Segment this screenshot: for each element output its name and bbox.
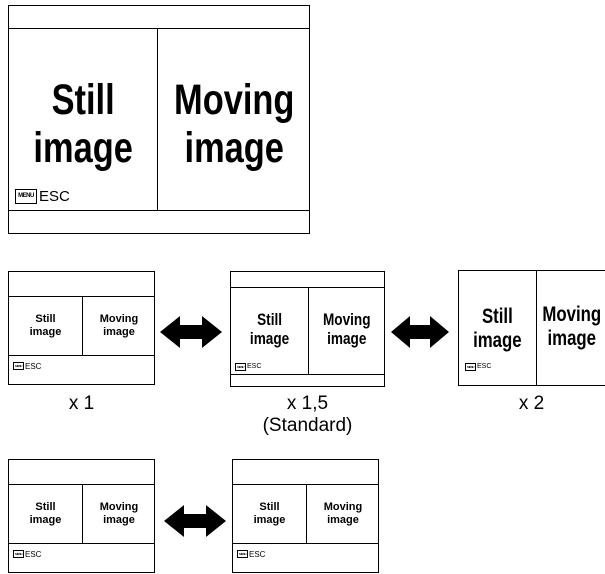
still-image-option[interactable]: Still image xyxy=(231,294,308,364)
caption-x2-text: x 2 xyxy=(518,393,545,414)
caption-x15-text: x 1,5 xyxy=(286,393,329,414)
double-arrow-icon xyxy=(391,316,449,348)
menu-button-icon: MENU xyxy=(13,362,24,370)
moving-line2: image xyxy=(103,325,135,338)
esc-label: ESC xyxy=(39,187,70,205)
menu-button-icon: MENU xyxy=(13,550,24,558)
moving-line2: image xyxy=(184,124,284,172)
top-bar-divider xyxy=(231,287,384,288)
still-line2: image xyxy=(253,513,286,526)
moving-line1: Moving xyxy=(323,309,371,329)
top-bar-divider xyxy=(9,296,154,297)
bottom-bar-divider xyxy=(9,355,154,356)
still-image-option[interactable]: Still image xyxy=(9,296,82,355)
esc-label: ESC xyxy=(25,361,42,371)
moving-line1: Moving xyxy=(99,501,139,514)
still-line1: Still xyxy=(259,501,280,514)
moving-line1: Moving xyxy=(173,75,295,124)
center-divider xyxy=(536,271,537,385)
bottom-bar-divider xyxy=(9,543,154,544)
caption-x1-text: x 1 xyxy=(68,393,95,414)
caption-standard-text: (Standard) xyxy=(262,414,353,436)
caption-x15: x 1,5 (Standard) xyxy=(230,393,385,437)
moving-line1: Moving xyxy=(99,313,139,326)
top-bar-divider xyxy=(233,484,378,485)
esc-hint: MENU ESC xyxy=(235,361,261,372)
still-line2: image xyxy=(249,329,290,348)
esc-label: ESC xyxy=(25,549,42,559)
esc-label: ESC xyxy=(249,549,266,559)
still-line1: Still xyxy=(482,305,513,329)
still-image-option[interactable]: Still image xyxy=(9,54,157,194)
menu-button-icon: MENU xyxy=(237,550,248,558)
menu-button-icon: MENU xyxy=(15,188,37,204)
caption-x2: x 2 xyxy=(458,393,605,415)
esc-hint: MENU ESC xyxy=(465,361,491,372)
screen-x1: Still image Moving image MENU ESC xyxy=(8,271,155,385)
still-line1: Still xyxy=(35,501,56,514)
top-bar-divider xyxy=(9,484,154,485)
double-arrow-icon xyxy=(160,316,222,348)
screen-row2-left: Still image Moving image MENU ESC xyxy=(8,459,155,573)
center-divider xyxy=(82,296,83,355)
double-arrow-icon xyxy=(164,505,226,537)
esc-label: ESC xyxy=(247,363,262,370)
esc-hint: MENU ESC xyxy=(13,360,41,372)
moving-line1: Moving xyxy=(323,501,363,514)
moving-line2: image xyxy=(547,327,596,350)
menu-button-icon: MENU xyxy=(465,362,476,371)
still-line2: image xyxy=(29,325,62,338)
center-divider xyxy=(82,484,83,543)
menu-button-icon: MENU xyxy=(235,362,246,371)
moving-image-option[interactable]: Moving image xyxy=(307,484,379,543)
still-line1: Still xyxy=(35,313,56,326)
still-image-option[interactable]: Still image xyxy=(9,484,82,543)
center-divider xyxy=(306,484,307,543)
center-divider xyxy=(157,28,158,210)
bottom-bar-divider xyxy=(231,374,384,375)
esc-hint: MENU ESC xyxy=(237,548,265,560)
caption-x1: x 1 xyxy=(8,393,155,415)
bottom-bar-divider xyxy=(233,543,378,544)
still-image-option[interactable]: Still image xyxy=(459,293,536,365)
moving-image-option[interactable]: Moving image xyxy=(309,294,385,364)
screen-x2: Still image Moving image MENU ESC xyxy=(458,270,605,386)
moving-line2: image xyxy=(327,329,367,348)
still-line2: image xyxy=(33,124,133,172)
esc-label: ESC xyxy=(477,363,492,370)
moving-image-option[interactable]: Moving image xyxy=(83,296,155,355)
moving-image-option[interactable]: Moving image xyxy=(83,484,155,543)
still-image-option[interactable]: Still image xyxy=(233,484,306,543)
screen-x15: Still image Moving image MENU ESC xyxy=(230,271,385,387)
still-line2: image xyxy=(29,513,62,526)
moving-image-option[interactable]: Moving image xyxy=(537,291,605,363)
center-divider xyxy=(308,287,309,374)
large-screen: Still image Moving image MENU ESC xyxy=(8,5,310,234)
still-line2: image xyxy=(473,329,522,352)
moving-line1: Moving xyxy=(542,303,601,327)
esc-hint: MENU ESC xyxy=(15,186,70,206)
moving-line2: image xyxy=(103,513,135,526)
moving-line2: image xyxy=(327,513,359,526)
esc-hint: MENU ESC xyxy=(13,548,41,560)
moving-image-option[interactable]: Moving image xyxy=(159,54,309,194)
still-line1: Still xyxy=(257,309,282,329)
bottom-bar-divider xyxy=(9,210,309,211)
still-line1: Still xyxy=(51,75,115,124)
screen-row2-right: Still image Moving image MENU ESC xyxy=(232,459,379,573)
top-bar-divider xyxy=(9,28,309,29)
